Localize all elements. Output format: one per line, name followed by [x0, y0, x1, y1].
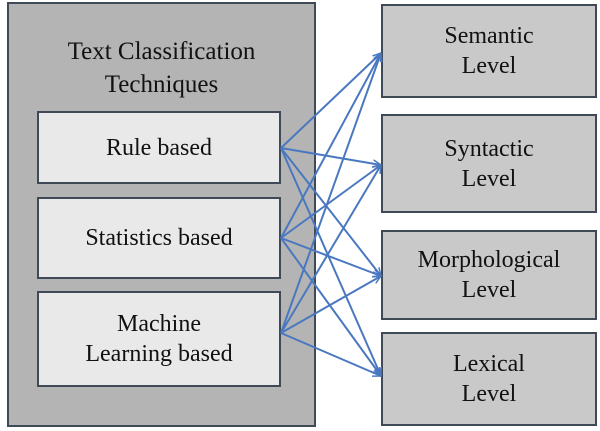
level-lexical: Lexical Level: [381, 332, 597, 426]
technique-statistics-based: Statistics based: [37, 197, 281, 279]
technique-machine-learning-based: Machine Learning based: [37, 291, 281, 387]
technique-label: Machine Learning based: [85, 311, 233, 367]
technique-label: Rule based: [106, 134, 212, 161]
level-label: Morphological Level: [417, 247, 561, 303]
level-label: Lexical Level: [453, 351, 525, 407]
level-label: Semantic Level: [444, 23, 534, 79]
level-semantic: Semantic Level: [381, 4, 597, 98]
level-label: Syntactic Level: [444, 135, 534, 192]
level-morphological: Morphological Level: [381, 230, 597, 320]
level-syntactic: Syntactic Level: [381, 114, 597, 213]
technique-label: Statistics based: [85, 225, 233, 251]
technique-rule-based: Rule based: [37, 111, 281, 184]
container-title: Text Classification Techniques: [67, 38, 256, 98]
